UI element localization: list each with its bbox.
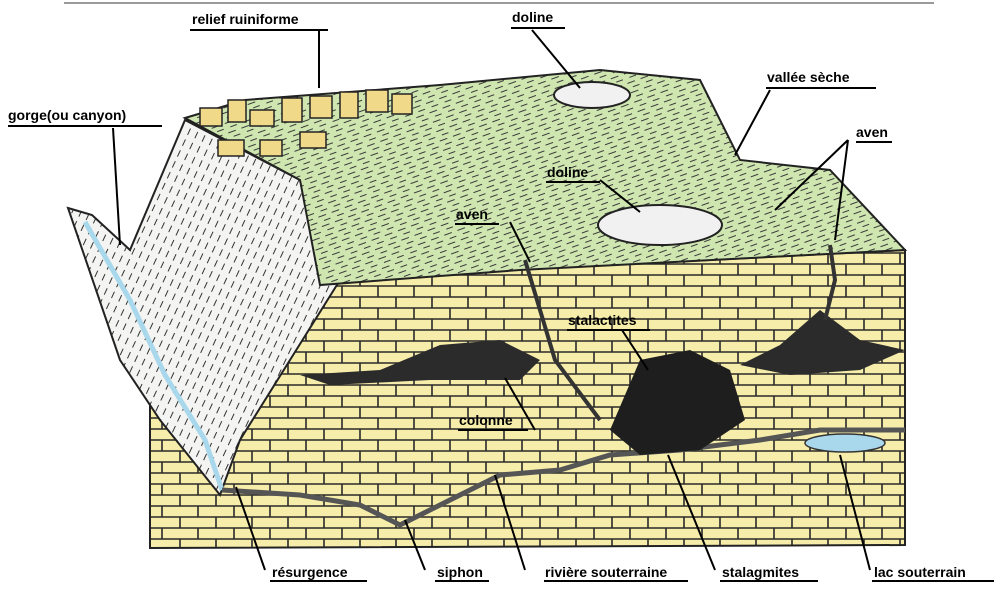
underground-lake [805, 434, 885, 452]
label-riviere-souterraine: rivière souterraine [545, 564, 667, 580]
label-aven-mid: aven [456, 206, 488, 222]
label-siphon: siphon [437, 564, 483, 580]
label-vallee-seche: vallée sèche [767, 69, 850, 85]
label-doline-mid: doline [547, 164, 588, 180]
label-relief-ruiniforme: relief ruiniforme [192, 11, 299, 27]
label-resurgence: résurgence [272, 564, 348, 580]
doline-top [554, 82, 630, 108]
label-stalactites: stalactites [568, 312, 637, 328]
label-colonne: colonne [459, 412, 513, 428]
label-gorge: gorge(ou canyon) [8, 107, 126, 123]
label-stalagmites: stalagmites [722, 564, 799, 580]
label-doline-top: doline [512, 9, 553, 25]
doline-mid [598, 205, 722, 245]
label-lac-souterrain: lac souterrain [874, 564, 966, 580]
label-aven-right: aven [856, 124, 888, 140]
